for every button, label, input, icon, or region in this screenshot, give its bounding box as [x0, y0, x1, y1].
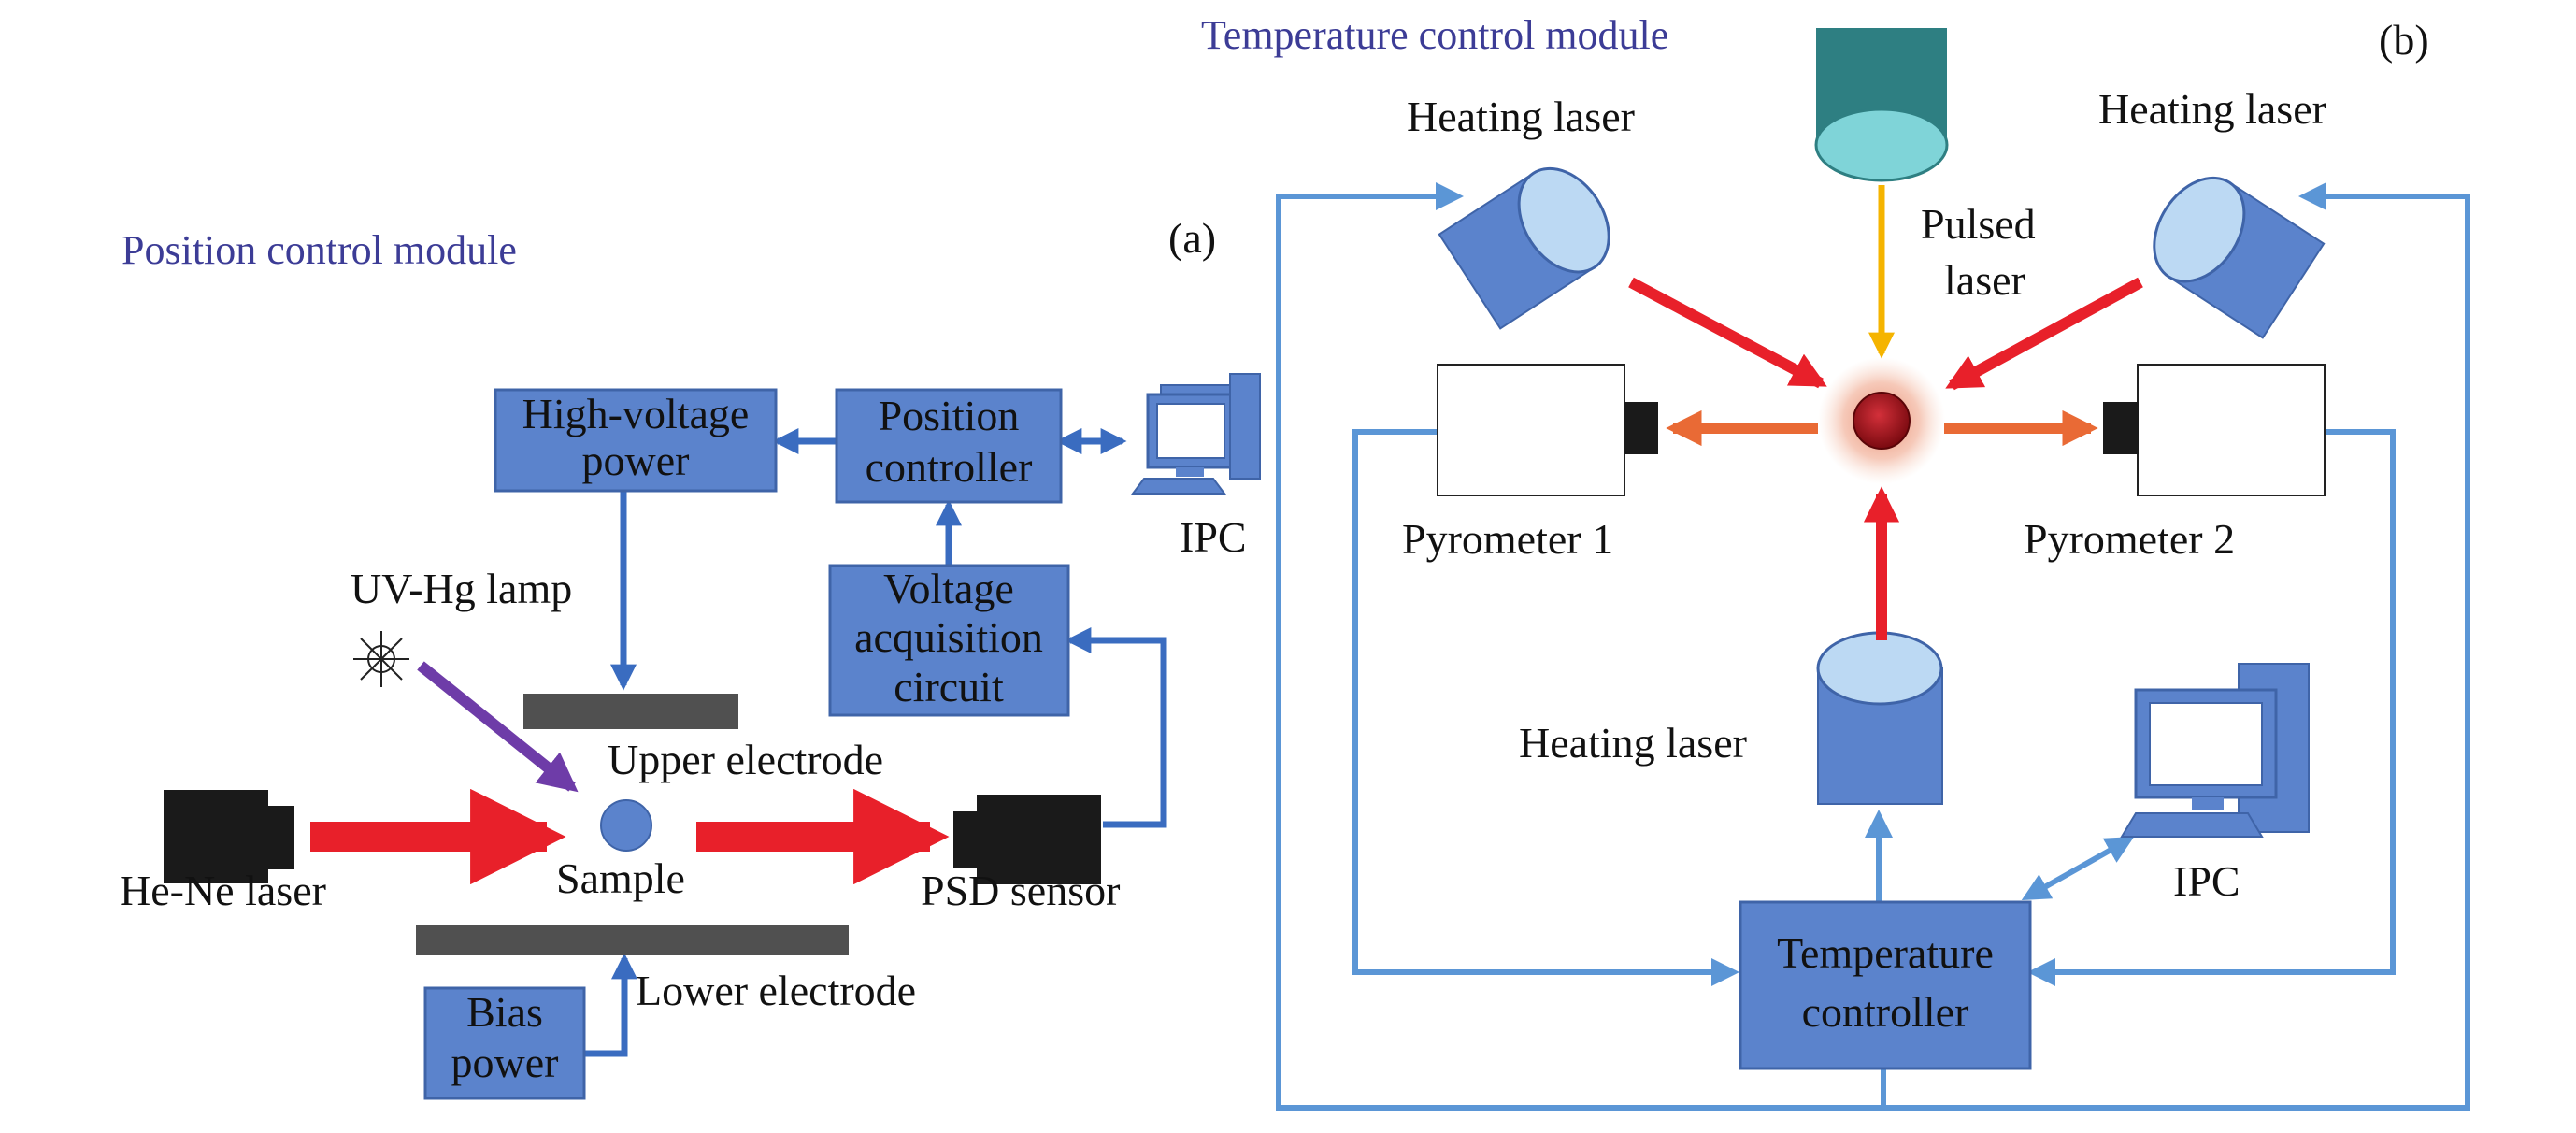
- lower-electrode: [416, 925, 849, 955]
- svg-text:Voltage: Voltage: [883, 565, 1014, 612]
- upper-electrode: [523, 694, 738, 729]
- he-ne-laser-label: He-Ne laser: [120, 867, 326, 914]
- upper-electrode-label: Upper electrode: [608, 736, 883, 783]
- controller-ipc-link: [2021, 837, 2135, 900]
- sample-particle: [600, 799, 652, 852]
- bias-power-box: Bias power: [423, 986, 586, 1100]
- heating-laser-right-device: [2153, 176, 2326, 339]
- svg-text:High-voltage: High-voltage: [522, 390, 750, 437]
- heating-laser-bottom-device: [1816, 631, 1943, 805]
- sample-label: Sample: [556, 854, 685, 902]
- pyrometer-2-label: Pyrometer 2: [2024, 515, 2235, 563]
- loop-left: [1276, 182, 1886, 1111]
- lower-electrode-label: Lower electrode: [636, 967, 916, 1014]
- svg-text:circuit: circuit: [894, 663, 1004, 710]
- computer-icon: [1131, 373, 1261, 495]
- heating-laser-left-device: [1438, 166, 1610, 330]
- temperature-module-title: Temperature control module: [1201, 12, 1668, 58]
- loop-right: [1883, 182, 2470, 1111]
- ipc-label-a: IPC: [1180, 513, 1247, 561]
- uv-beam: [417, 661, 579, 793]
- psd-sensor-label: PSD sensor: [921, 867, 1120, 914]
- temperature-controller-box: Temperature controller: [1739, 900, 2032, 1070]
- pyrometer-1-device: [1437, 364, 1658, 496]
- voltage-acquisition-box: Voltage acquisition circuit: [828, 564, 1070, 717]
- svg-text:power: power: [582, 437, 690, 484]
- heated-sample: [1853, 392, 1911, 450]
- svg-text:controller: controller: [1802, 988, 1969, 1036]
- high-voltage-power-box: High-voltage power: [494, 388, 778, 493]
- heating-laser-bottom-label: Heating laser: [1519, 719, 1747, 767]
- uv-lamp-label: UV-Hg lamp: [351, 565, 572, 612]
- ipc-label-b: IPC: [2173, 857, 2240, 905]
- svg-text:Position: Position: [879, 392, 1020, 439]
- heating-laser-left-label: Heating laser: [1407, 93, 1635, 140]
- psd-sensor-device: [953, 795, 1101, 884]
- computer-icon-b: [2120, 663, 2310, 838]
- pulsed-laser-label-line2: laser: [1944, 256, 2025, 304]
- pyrometer-2-device: [2103, 364, 2326, 496]
- panel-b-label: (b): [2379, 16, 2429, 64]
- panel-a-wires: [584, 428, 1167, 1057]
- pyrometer1-to-controller: [1352, 429, 1739, 986]
- position-controller-box: Position controller: [835, 388, 1063, 504]
- svg-text:power: power: [451, 1039, 559, 1086]
- pyrometer-1-label: Pyrometer 1: [1402, 515, 1613, 563]
- pulsed-laser-device: [1814, 28, 1949, 182]
- panel-b: Temperature control module (b) Pulsed la…: [1201, 12, 2470, 1111]
- panel-a-label: (a): [1168, 214, 1216, 262]
- position-module-title: Position control module: [122, 227, 517, 273]
- panel-b-outer-loop: [1276, 182, 2470, 1111]
- svg-text:Temperature: Temperature: [1777, 929, 1994, 977]
- beam-left-laser-to-sample: [1628, 277, 1827, 389]
- wire-bias-to-lower: [584, 953, 637, 1057]
- heating-laser-right-label: Heating laser: [2098, 85, 2326, 133]
- wire-psd-to-acq: [1065, 627, 1167, 828]
- svg-text:acquisition: acquisition: [854, 613, 1043, 661]
- svg-text:Bias: Bias: [466, 988, 543, 1036]
- pyrometer2-to-controller: [2027, 429, 2396, 986]
- he-ne-laser-device: [164, 790, 294, 883]
- beam-right-laser-to-sample: [1945, 277, 2143, 391]
- uv-lamp-icon: [353, 631, 409, 687]
- pulsed-laser-label-line1: Pulsed: [1921, 200, 2036, 248]
- svg-text:controller: controller: [866, 443, 1033, 491]
- panel-a: Position control module (a) High-voltage…: [120, 214, 1261, 1100]
